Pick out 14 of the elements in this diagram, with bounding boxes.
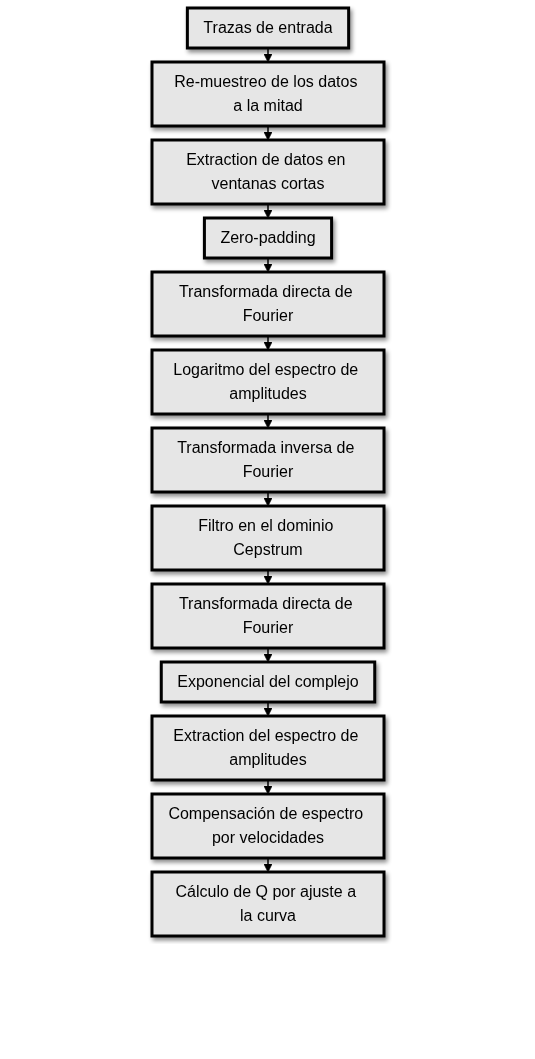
node-box [150,270,385,338]
node-box [159,660,376,704]
node-box [150,426,385,494]
node-box [150,348,385,416]
flowchart-diagram: Trazas de entrada Re-muestreo de los datos a la mitad Extraction de datos en ventanas cortas Zero-padding Transformada directa de Fourier Logaritmo del espectro de amplitudes Transformada inversa de Fourier Filtro en el dominio Cepstrum Transformada directa de Fourier Exponencial del complejo Extraction del espectro de amplitudes Compensación de espectro por velocidades Cálculo de Q por ajuste a la curva [143,0,392,944]
node-box [185,6,350,50]
node-box [150,870,385,938]
node-box [150,60,385,128]
node-box [150,582,385,650]
node-box [150,792,385,860]
node-box [150,714,385,782]
node-box [150,504,385,572]
node-box [150,138,385,206]
node-box [202,216,333,260]
